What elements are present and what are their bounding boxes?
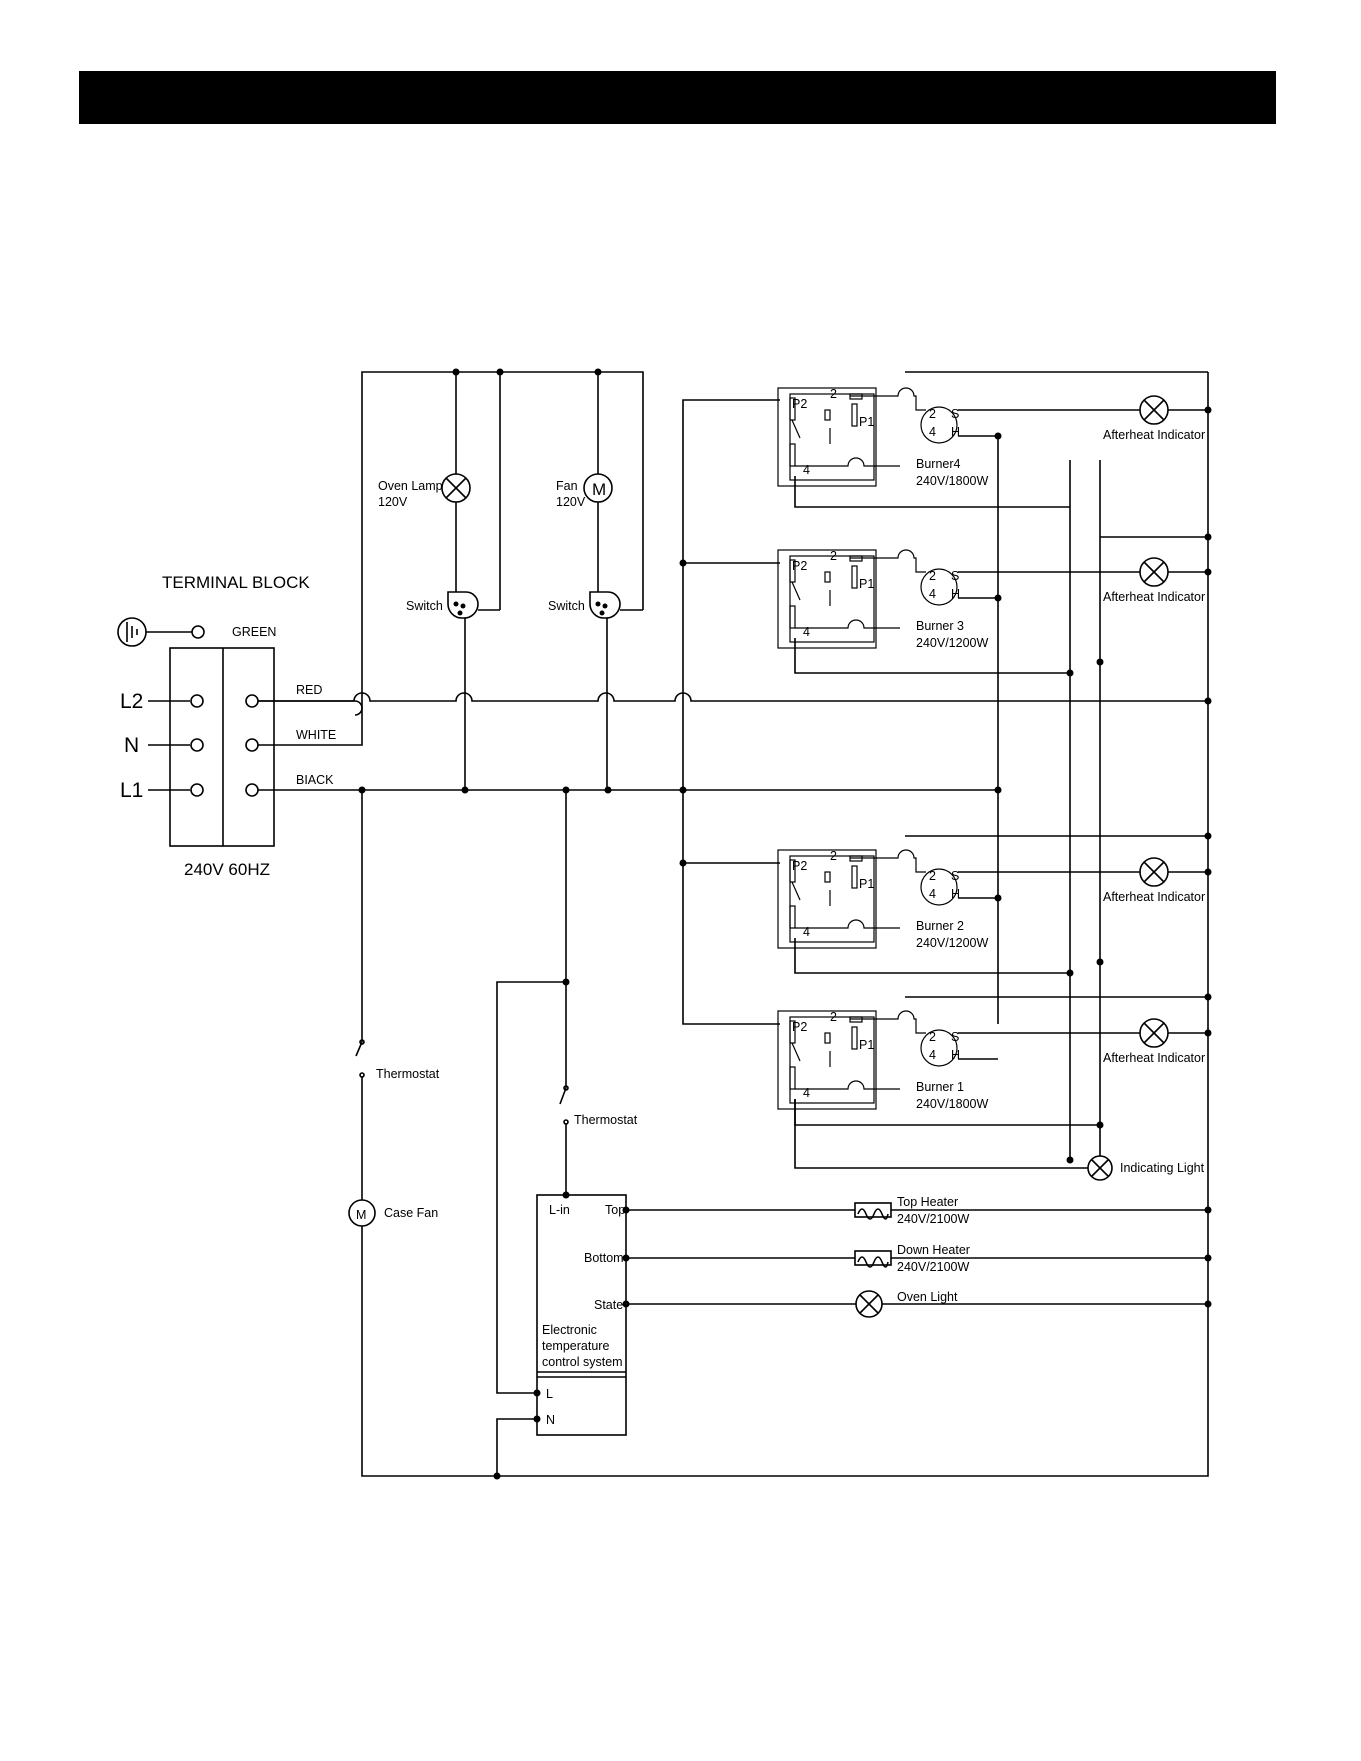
svg-text:2: 2 (929, 869, 936, 883)
down-heater-label: Down Heater (897, 1243, 970, 1257)
bus-wires (258, 368, 1208, 794)
terminal-block: TERMINAL BLOCK GREEN 240V 60HZ L2 N L1 R… (117, 573, 336, 879)
wire-label-green: GREEN (232, 625, 276, 639)
case-fan-label: Case Fan (384, 1206, 438, 1220)
svg-text:P2: P2 (792, 397, 807, 411)
burner-2-rating: 240V/1200W (916, 936, 988, 950)
svg-text:S: S (951, 1030, 959, 1044)
svg-text:S: S (951, 869, 959, 883)
thermostat-label-2: Thermostat (574, 1113, 638, 1127)
burner-3-rating: 240V/1200W (916, 636, 988, 650)
etc-state: State (594, 1298, 623, 1312)
burner-1-rating: 240V/1800W (916, 1097, 988, 1111)
afterheat-label-3: Afterheat Indicator (1103, 590, 1205, 604)
line-label-n: N (124, 734, 139, 757)
etc-bottom: Bottom (584, 1251, 624, 1265)
etc-desc3: control system (542, 1355, 623, 1369)
svg-text:2: 2 (830, 849, 837, 863)
svg-text:4: 4 (929, 587, 936, 601)
svg-text:2: 2 (830, 1010, 837, 1024)
line-label-l2: L2 (120, 690, 143, 713)
etc-top: Top (605, 1203, 625, 1217)
svg-text:H: H (951, 1048, 960, 1062)
burner-1: P2 P1 2 4 2 S 4 H Burner 1 240V/1800W Af… (777, 993, 1212, 1169)
case-fan-symbol: M (356, 1208, 366, 1222)
oven-light-label: Oven Light (897, 1290, 958, 1304)
svg-text:P2: P2 (792, 1020, 807, 1034)
terminal-block-rating: 240V 60HZ (184, 860, 270, 879)
svg-text:4: 4 (803, 1086, 810, 1100)
burner-2: P2 P1 2 4 2 S 4 H Burner 2 240V/1200W Af… (777, 832, 1212, 977)
oven-lamp-label: Oven Lamp (378, 479, 443, 493)
svg-text:4: 4 (929, 425, 936, 439)
svg-text:H: H (951, 587, 960, 601)
wire-label-black: BIACK (296, 773, 334, 787)
svg-text:4: 4 (803, 625, 810, 639)
switch-icon (589, 591, 621, 619)
burner-4-rating: 240V/1800W (916, 474, 988, 488)
etc-box (536, 1194, 627, 1436)
svg-text:H: H (951, 425, 960, 439)
fan-label: Fan (556, 479, 578, 493)
oven-lamp-voltage: 120V (378, 495, 408, 509)
svg-text:P1: P1 (859, 577, 874, 591)
wire-label-red: RED (296, 683, 322, 697)
fan-symbol: M (592, 480, 606, 499)
svg-text:2: 2 (830, 387, 837, 401)
svg-text:S: S (951, 407, 959, 421)
heater-circuits: Top Heater 240V/2100W Down Heater 240V/2… (626, 1195, 1212, 1318)
svg-text:2: 2 (929, 569, 936, 583)
svg-text:S: S (951, 569, 959, 583)
svg-text:2: 2 (929, 1030, 936, 1044)
top-heater-rating: 240V/2100W (897, 1212, 969, 1226)
case-fan-circuit: Thermostat M Case Fan (348, 372, 1209, 1480)
burner-4: P2 P1 2 4 2 S 4 H Burner4 240V/1800W Aft… (777, 387, 1212, 508)
afterheat-label-2: Afterheat Indicator (1103, 890, 1205, 904)
electronic-control: Thermostat L-in Top Bottom State Electro… (496, 790, 638, 1476)
svg-text:2: 2 (830, 549, 837, 563)
svg-text:P2: P2 (792, 859, 807, 873)
burner-feed (679, 371, 1208, 1164)
down-heater-rating: 240V/2100W (897, 1260, 969, 1274)
burner-2-label: Burner 2 (916, 919, 964, 933)
svg-text:4: 4 (803, 463, 810, 477)
burner-3: P2 P1 2 4 2 S 4 H Burner 3 240V/1200W Af… (777, 533, 1212, 677)
fan-circuit: M Fan 120V Switch (548, 460, 643, 790)
fan-switch-label: Switch (548, 599, 585, 613)
etc-l: L (546, 1387, 553, 1401)
terminal-block-title: TERMINAL BLOCK (162, 573, 310, 592)
fan-voltage: 120V (556, 495, 586, 509)
burner-4-label: Burner4 (916, 457, 961, 471)
svg-text:P1: P1 (859, 1038, 874, 1052)
etc-n: N (546, 1413, 555, 1427)
thermostat-label-1: Thermostat (376, 1067, 440, 1081)
indicating-light: Indicating Light (1070, 1125, 1205, 1181)
svg-text:P1: P1 (859, 415, 874, 429)
etc-lin: L-in (549, 1203, 570, 1217)
etc-desc2: temperature (542, 1339, 609, 1353)
svg-text:4: 4 (803, 925, 810, 939)
line-label-l1: L1 (120, 779, 143, 802)
svg-text:4: 4 (929, 1048, 936, 1062)
svg-text:H: H (951, 887, 960, 901)
afterheat-label-4: Afterheat Indicator (1103, 428, 1205, 442)
afterheat-label-1: Afterheat Indicator (1103, 1051, 1205, 1065)
indicating-light-label: Indicating Light (1120, 1161, 1205, 1175)
svg-text:P2: P2 (792, 559, 807, 573)
oven-lamp-switch-label: Switch (406, 599, 443, 613)
oven-lamp-circuit: Oven Lamp 120V Switch (378, 460, 500, 790)
etc-desc1: Electronic (542, 1323, 597, 1337)
burner-3-label: Burner 3 (916, 619, 964, 633)
svg-text:4: 4 (929, 887, 936, 901)
svg-text:2: 2 (929, 407, 936, 421)
burner-1-label: Burner 1 (916, 1080, 964, 1094)
switch-icon (447, 591, 479, 619)
wire-label-white: WHITE (296, 728, 336, 742)
header-bar (79, 71, 1276, 124)
svg-text:P1: P1 (859, 877, 874, 891)
top-heater-label: Top Heater (897, 1195, 958, 1209)
